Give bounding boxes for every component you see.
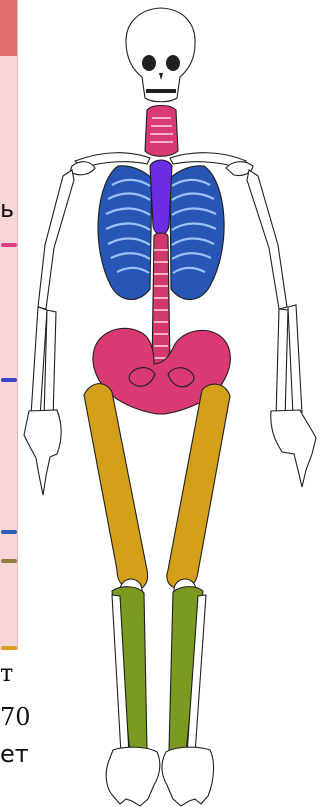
spine-icon [152,233,170,374]
foot-icons [106,747,213,806]
femur-icons [84,384,230,590]
skull-icon [126,8,195,102]
cervical-spine-icon [145,106,178,157]
lower-leg-icons [112,587,206,754]
left-arm-icon [24,170,74,495]
right-arm-icon [247,170,316,487]
sternum-icon [150,160,172,235]
